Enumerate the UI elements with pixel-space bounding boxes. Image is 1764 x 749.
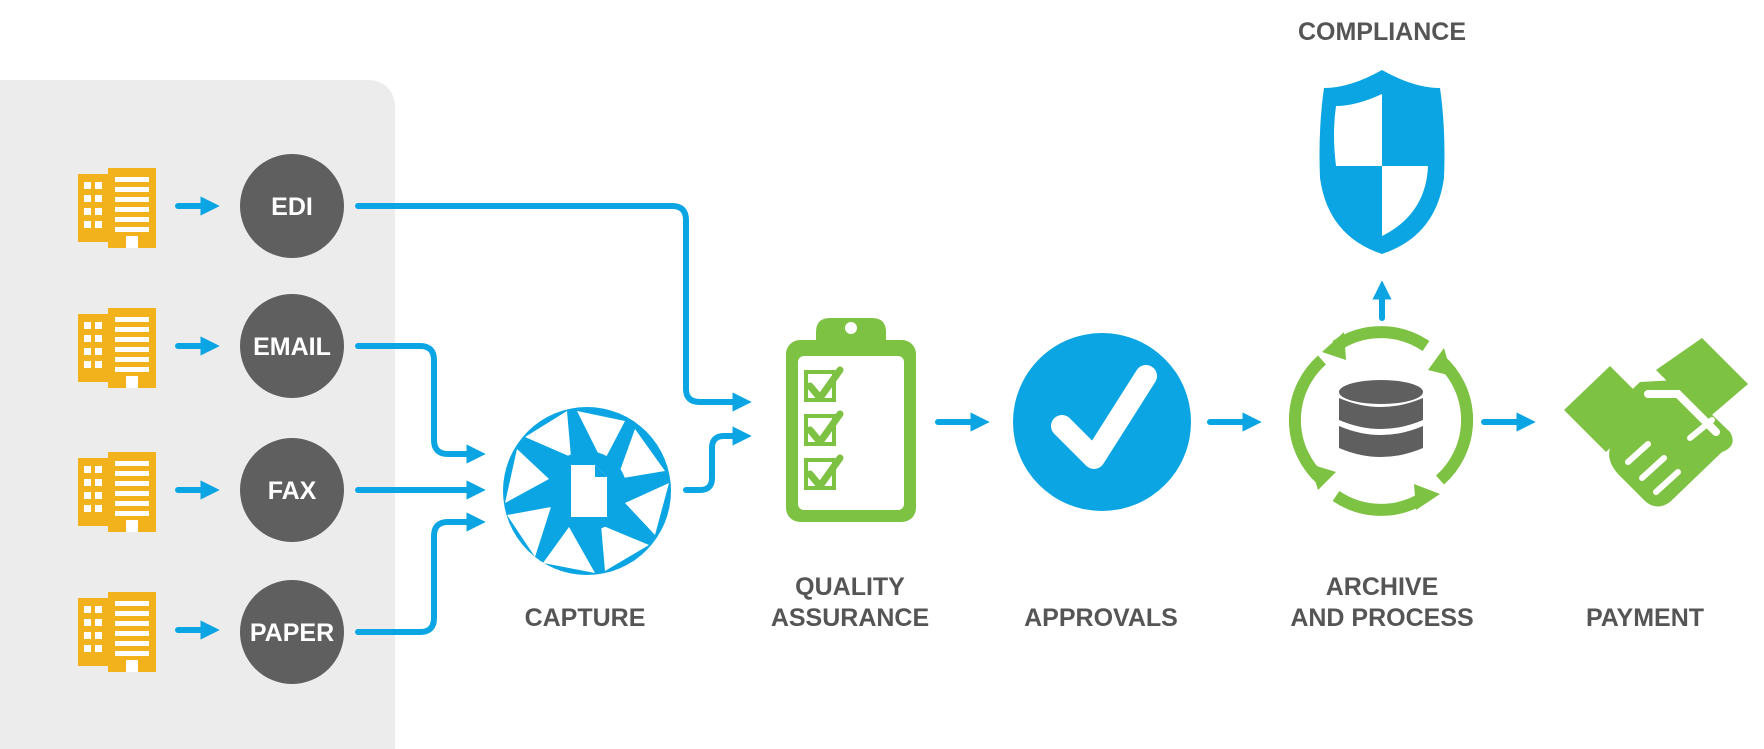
handshake-icon: [1564, 338, 1748, 507]
connector-email-to-capture: [355, 343, 486, 464]
source-row-paper: PAPER: [78, 580, 344, 684]
node-label-fax: FAX: [268, 477, 317, 505]
source-row-edi: EDI: [78, 154, 344, 258]
source-row-fax: FAX: [78, 438, 344, 542]
payment-label: PAYMENT: [1586, 604, 1704, 632]
node-paper: [240, 580, 344, 684]
capture-label: CAPTURE: [525, 604, 646, 632]
clipboard-checklist-icon: [786, 318, 916, 522]
quality-label-line1: QUALITY: [795, 573, 905, 601]
building-icon: [78, 452, 156, 532]
building-icon: [78, 168, 156, 248]
archive-label-line1: ARCHIVE: [1326, 573, 1439, 601]
building-icon: [78, 592, 156, 672]
node-edi: [240, 154, 344, 258]
camera-shutter-icon: [503, 407, 671, 575]
node-label-paper: PAPER: [250, 619, 334, 647]
node-label-email: EMAIL: [253, 333, 331, 361]
building-icon: [78, 308, 156, 388]
connector-paper-to-capture: [355, 512, 486, 635]
compliance-label: COMPLIANCE: [1298, 18, 1466, 46]
shield-icon: [1319, 70, 1445, 254]
database-sync-icon: [1288, 326, 1474, 516]
node-fax: [240, 438, 344, 542]
archive-label-line2: AND PROCESS: [1290, 604, 1473, 632]
node-label-edi: EDI: [271, 193, 313, 221]
connector-capture-to-quality: [683, 426, 752, 493]
quality-label-line2: ASSURANCE: [771, 604, 929, 632]
source-row-email: EMAIL: [78, 294, 344, 398]
connector-edi-to-quality: [355, 203, 752, 412]
approvals-label: APPROVALS: [1024, 604, 1178, 632]
checkmark-circle-icon: [1013, 333, 1191, 511]
node-email: [240, 294, 344, 398]
